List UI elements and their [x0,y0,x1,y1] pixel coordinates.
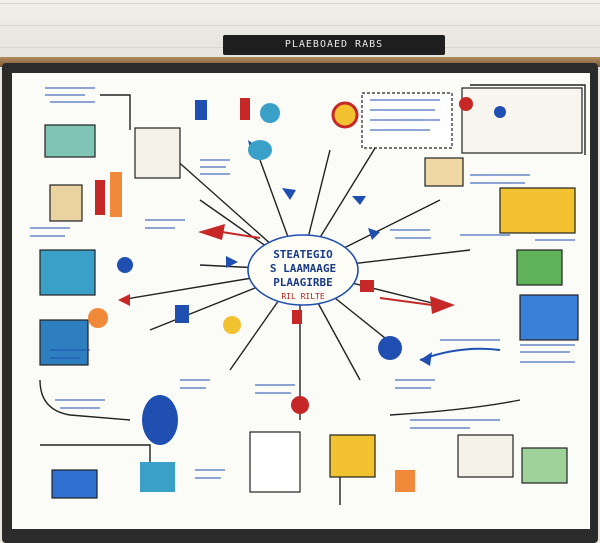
central-topic-line2: S LAAMAAGE [269,262,337,275]
wooden-shelf [0,57,600,67]
doodles [88,97,506,492]
central-bubble [247,234,359,306]
sketch-cards [39,87,583,499]
central-topic-line3: PLAAGIRBE [273,276,333,289]
device-label: PLAEBOAED RABS [284,39,384,50]
central-topic-line4: RIL RILTE [281,292,325,301]
handwriting-scribbles [30,87,575,479]
wall-device: PLAEBOAED RABS [223,35,445,55]
central-topic: STEATEGIO S LAAMAAGE PLAAGIRBE RIL RILTE [248,248,358,304]
central-topic-line1: STEATEGIO [273,248,333,261]
